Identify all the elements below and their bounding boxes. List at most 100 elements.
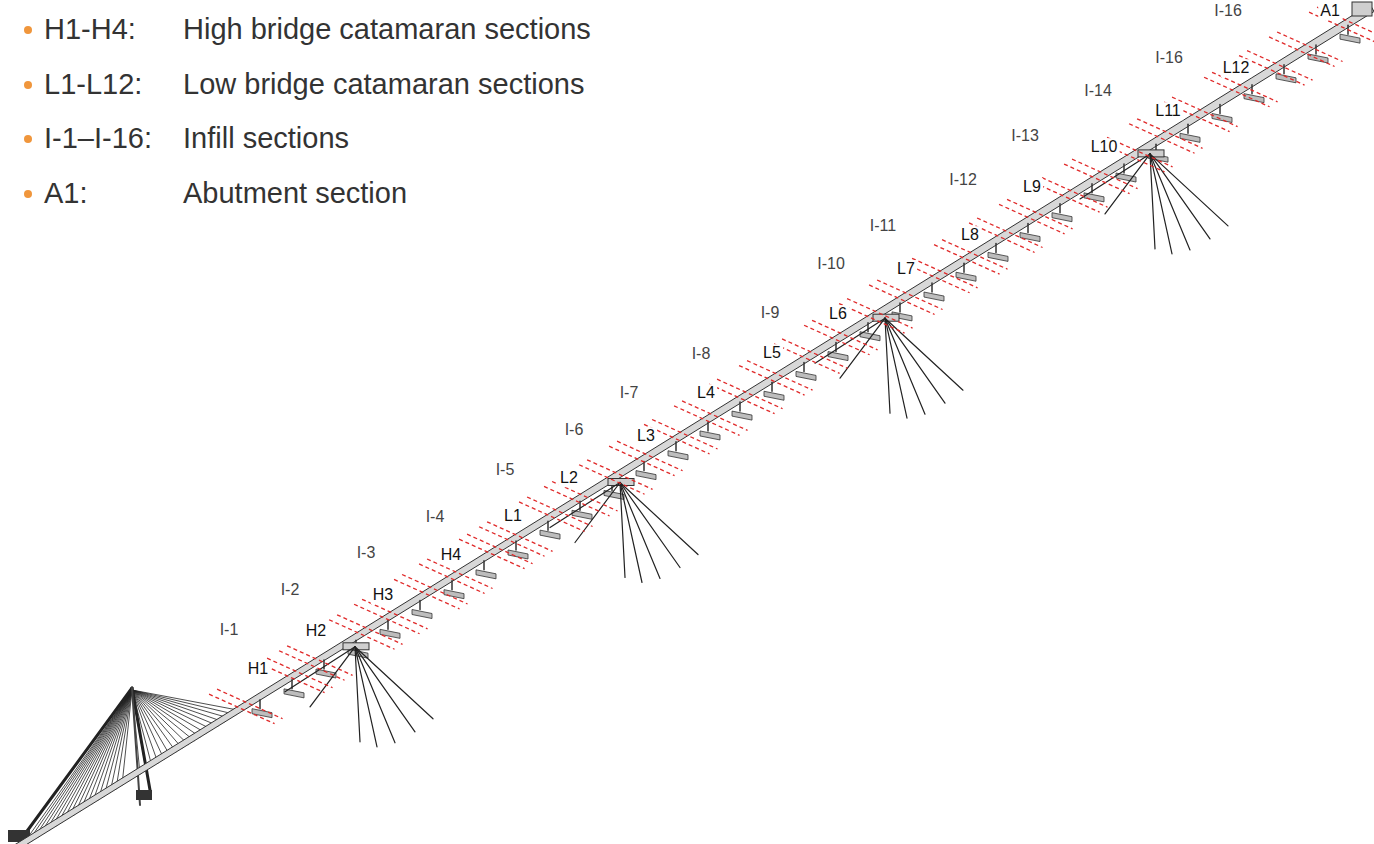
- stay-cable: [132, 690, 230, 718]
- pontoon-column: [1059, 204, 1061, 213]
- section-cut-line: [1007, 199, 1073, 229]
- section-cut-line: [527, 497, 593, 527]
- section-cut-line: [1034, 183, 1100, 213]
- section-label: I-9: [759, 304, 782, 322]
- pontoon-column: [771, 382, 773, 391]
- pontoon-column: [1027, 224, 1029, 233]
- section-cut-line: [977, 218, 1043, 248]
- section-cut-line: [869, 285, 935, 315]
- pontoon: [380, 629, 400, 638]
- mooring-line: [355, 647, 360, 742]
- section-label: A1: [1318, 2, 1342, 20]
- section-label: L7: [895, 260, 917, 278]
- section-cut-line: [1064, 164, 1130, 194]
- stay-cable: [122, 690, 132, 785]
- abbreviation-term: L1-L12:: [44, 69, 142, 101]
- section-label: I-4: [424, 508, 447, 526]
- section-label: L4: [695, 384, 717, 402]
- pontoon: [636, 471, 656, 480]
- pontoon-column: [675, 442, 677, 451]
- pontoon: [1020, 233, 1040, 242]
- pontoon-column: [1219, 105, 1221, 114]
- section-cut-line: [609, 446, 675, 476]
- section-label: L8: [959, 226, 981, 244]
- section-cut-line: [217, 689, 283, 719]
- stay-cable: [62, 690, 132, 822]
- section-cut-line: [209, 694, 275, 724]
- pontoon: [988, 252, 1008, 261]
- section-label: I-13: [1009, 127, 1041, 145]
- stay-cable: [26, 690, 132, 844]
- section-cut-line: [1042, 178, 1108, 208]
- section-cut-line: [804, 325, 870, 355]
- section-cut-line: [267, 658, 333, 688]
- section-label: I-10: [815, 255, 847, 273]
- pontoon-column: [259, 700, 261, 709]
- mooring-line: [840, 318, 885, 378]
- bullet-list-markers: [24, 26, 32, 198]
- section-label: L11: [1153, 102, 1183, 120]
- section-cut-line: [739, 366, 805, 396]
- section-cut-line: [877, 280, 943, 310]
- section-cut-line: [279, 651, 345, 681]
- section-cut-line: [519, 502, 585, 532]
- section-cut-line: [782, 339, 848, 369]
- pontoon: [924, 292, 944, 301]
- mooring-line: [620, 483, 680, 568]
- pylon-leg: [22, 688, 132, 838]
- section-label: H1: [246, 660, 270, 678]
- section-label: I-1: [218, 621, 241, 639]
- section-label: L3: [635, 427, 657, 445]
- mooring-line: [575, 483, 620, 543]
- pontoon: [860, 332, 880, 341]
- section-cut-line: [674, 406, 740, 436]
- pontoon-column: [387, 620, 389, 629]
- pontoon: [1276, 74, 1296, 83]
- pontoon-column: [707, 422, 709, 431]
- section-label: H3: [371, 586, 395, 604]
- section-label: L2: [558, 469, 580, 487]
- abbreviation-term: A1:: [44, 178, 88, 210]
- pontoon: [1340, 34, 1360, 43]
- pontoon: [668, 451, 688, 460]
- abbreviation-definition: High bridge catamaran sections: [183, 14, 591, 46]
- pontoon-column: [931, 283, 933, 292]
- abbreviation-definition: Abutment section: [183, 178, 407, 210]
- section-label: H4: [439, 546, 463, 564]
- section-cut-line: [999, 204, 1065, 234]
- bullet: [24, 81, 32, 89]
- pontoon-column: [1283, 65, 1285, 74]
- pontoon-column: [963, 263, 965, 272]
- section-cut-line: [394, 579, 460, 609]
- section-cut-line: [579, 465, 645, 495]
- section-cut-line: [912, 258, 978, 288]
- mooring-line: [1150, 154, 1228, 226]
- section-label: I-14: [1082, 82, 1114, 100]
- section-cut-line: [587, 460, 653, 490]
- pontoon: [1244, 94, 1264, 103]
- section-cut-line: [487, 522, 553, 552]
- section-cut-line: [1137, 119, 1203, 149]
- pontoon-column: [1187, 124, 1189, 133]
- pontoon: [732, 411, 752, 420]
- section-cut-line: [774, 344, 840, 374]
- mooring-line: [620, 483, 698, 555]
- section-cut-line: [354, 604, 420, 634]
- mooring-line: [815, 318, 885, 363]
- pontoon: [796, 371, 816, 380]
- pontoon: [1212, 114, 1232, 123]
- section-cut-line: [329, 620, 395, 650]
- mooring-line: [355, 647, 415, 732]
- stay-cable: [56, 690, 132, 826]
- section-cut-line: [544, 486, 610, 516]
- section-label: L6: [827, 305, 849, 323]
- section-cut-line: [467, 534, 533, 564]
- abbreviation-definition: Low bridge catamaran sections: [183, 69, 584, 101]
- section-label: L12: [1221, 59, 1252, 77]
- stay-cable: [44, 690, 132, 834]
- pontoon-column: [483, 561, 485, 570]
- section-label: I-7: [618, 384, 641, 402]
- section-label: I-12: [947, 171, 979, 189]
- pontoon-column: [451, 581, 453, 590]
